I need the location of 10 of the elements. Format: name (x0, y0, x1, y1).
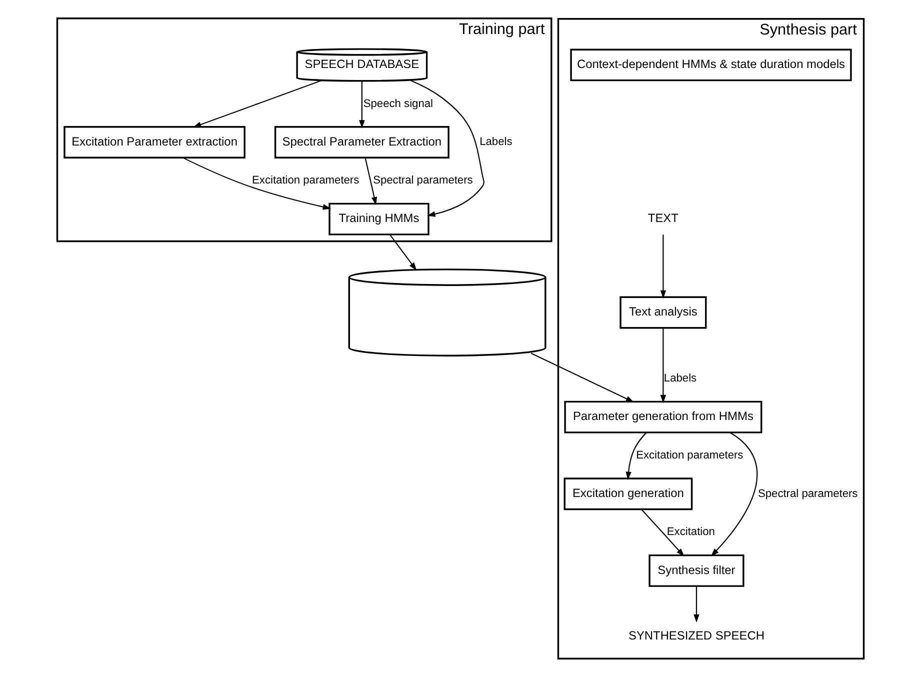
edge-label: Speech signal (363, 98, 433, 110)
edge-label: Excitation parameters (636, 449, 744, 462)
edge-label: Labels (664, 372, 697, 385)
edge-label: Spectral parameters (373, 174, 473, 187)
edge-label: Spectral parameters (758, 488, 858, 500)
node-text: SYNTHESIZED SPEECH (628, 628, 764, 643)
edge-label: Labels (480, 136, 512, 148)
node-text: TEXT (648, 211, 678, 226)
edge-label: Excitation (666, 526, 715, 538)
edge-label: Excitation parameters (252, 174, 360, 187)
